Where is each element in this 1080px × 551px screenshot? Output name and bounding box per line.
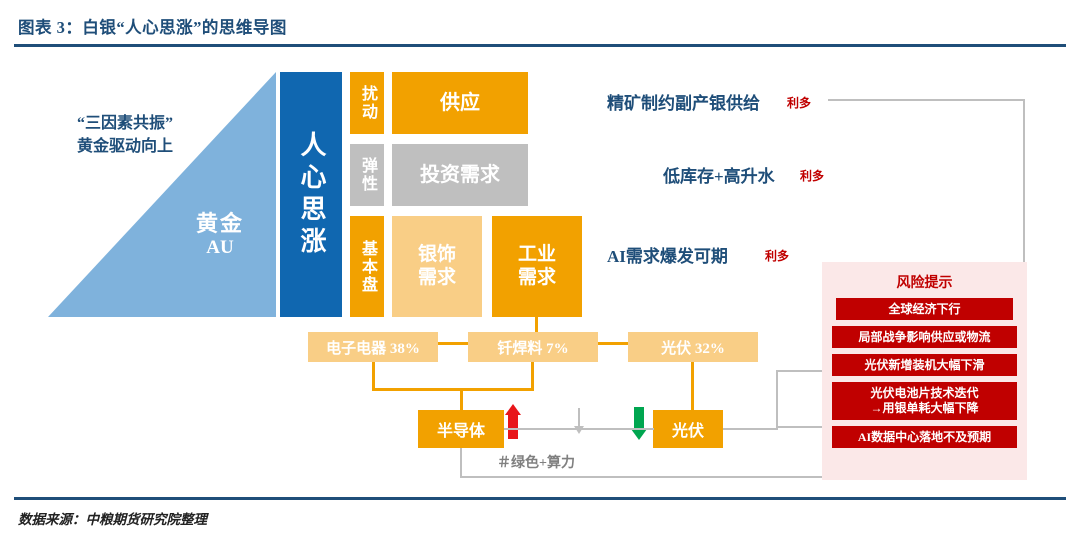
risk-item-pv-installation: 光伏新增装机大幅下滑 — [832, 354, 1017, 376]
footer-divider — [14, 497, 1066, 500]
trend-up-arrow-icon — [505, 404, 521, 415]
connector-pv-risk-mid — [776, 426, 832, 428]
risk-panel: 风险提示 全球经济下行 局部战争影响供应或物流 光伏新增装机大幅下滑 光伏电池片… — [822, 262, 1027, 480]
data-source-note: 数据来源：中粮期货研究院整理 — [18, 512, 207, 527]
green-compute-note: ＃绿色+算力 — [497, 456, 575, 471]
arrowhead-leaf-link — [574, 426, 584, 434]
trend-down-arrow-icon — [631, 429, 647, 440]
row-tag-elasticity: 弹性 — [350, 144, 384, 206]
gold-label-en: AU — [206, 236, 234, 258]
trend-up-arrow-stem — [508, 413, 518, 439]
risk-item-global-economy: 全球经济下行 — [836, 298, 1013, 320]
core-theme-bar: 人心思涨 — [280, 72, 342, 317]
risk-item-ai-datacenter: AI数据中心落地不及预期 — [832, 426, 1017, 448]
row-box-jewellery-demand: 银饰 需求 — [392, 216, 482, 317]
risk-panel-title: 风险提示 — [896, 276, 953, 291]
connector-pv-risk-top — [776, 370, 832, 372]
risk-item-pv-tech-iteration: 光伏电池片技术迭代 →用银单耗大幅下降 — [832, 382, 1017, 420]
row-box-investment-demand: 投资需求 — [392, 144, 528, 206]
connector-semi-merge — [372, 388, 534, 391]
connector-pv-risk-v — [776, 370, 778, 430]
connector-semi-bottom-h — [460, 476, 918, 478]
statement-ai-demand-tag: 利多 — [765, 249, 790, 263]
statement-low-inventory: 低库存+高升水 — [663, 167, 775, 186]
figure-title: 图表 3：白银“人心思涨”的思维导图 — [18, 18, 287, 37]
connector-brazing-down — [531, 362, 534, 390]
connector-pv-stem — [691, 362, 694, 412]
trend-down-arrow-stem — [634, 407, 644, 431]
statement-ai-demand: AI需求爆发可期 — [607, 247, 728, 266]
gold-triangle — [48, 72, 276, 317]
connector-industrial-stem — [535, 317, 538, 344]
connector-semi-stem — [460, 388, 463, 412]
statement-low-inventory-tag: 利多 — [800, 169, 825, 183]
connector-supply-to-risk-h1 — [828, 99, 1025, 101]
leaf-box-semiconductor: 半导体 — [418, 410, 504, 448]
triangle-caption-line2: 黄金驱动向上 — [76, 138, 173, 156]
leaf-box-photovoltaic: 光伏 — [653, 410, 723, 448]
risk-item-war-logistics: 局部战争影响供应或物流 — [832, 326, 1017, 348]
pct-box-brazing: 钎焊料 7% — [468, 332, 598, 362]
triangle-caption: “三因素共振” 黄金驱动向上 — [40, 112, 210, 158]
statement-supply-constraint: 精矿制约副产银供给 — [607, 94, 760, 113]
row-tag-fundamentals: 基本盘 — [350, 216, 384, 317]
row-tag-disturbance: 扰动 — [350, 72, 384, 134]
pct-box-pv: 光伏 32% — [628, 332, 758, 362]
gold-triangle-label: 黄金 AU — [165, 211, 275, 258]
statement-supply-constraint-tag: 利多 — [787, 96, 812, 110]
pct-box-electronics: 电子电器 38% — [308, 332, 438, 362]
connector-supply-to-risk-v — [1023, 99, 1025, 348]
connector-electronics-down — [372, 362, 375, 390]
mindmap-canvas: 黄金 AU “三因素共振” 黄金驱动向上 人心思涨 扰动 供应 弹性 投资需求 … — [0, 52, 1080, 492]
connector-semi-bottom-v — [460, 448, 462, 478]
row-box-industrial-demand: 工业 需求 — [492, 216, 582, 317]
connector-pv-risk-h — [723, 428, 778, 430]
triangle-caption-line1: “三因素共振” — [76, 115, 173, 132]
gold-label-cn: 黄金 — [195, 211, 244, 236]
title-divider — [14, 44, 1066, 47]
connector-leaf-link-tick — [578, 408, 580, 428]
row-box-supply: 供应 — [392, 72, 528, 134]
